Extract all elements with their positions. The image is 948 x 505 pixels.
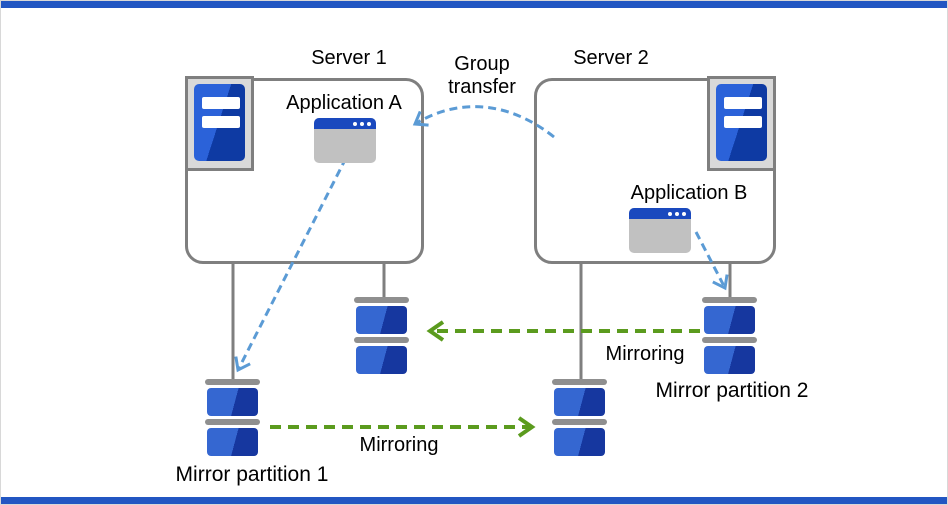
- mirror-partition1-disk-stack-icon: [205, 379, 260, 456]
- application-b-label: Application B: [630, 182, 748, 204]
- mirroring-top-label: Mirroring: [605, 343, 685, 365]
- mirroring-bottom-label: Mirroring: [359, 434, 439, 456]
- window-dot-icon: [682, 211, 686, 216]
- application-b-window-icon: [629, 208, 691, 253]
- mirror-partition2-label: Mirror partition 2: [655, 379, 809, 402]
- mirror-partition1-label: Mirror partition 1: [175, 463, 329, 486]
- server2-disk-stack-icon: [552, 379, 607, 456]
- server2-label: Server 2: [573, 47, 649, 69]
- server1-label: Server 1: [311, 47, 387, 69]
- window-dot-icon: [367, 121, 371, 126]
- window-dot-icon: [360, 121, 364, 126]
- server1-icon: [185, 76, 254, 171]
- window-dot-icon: [353, 121, 357, 126]
- top-frame-bar: [1, 1, 947, 8]
- server-tower-icon: [716, 84, 767, 161]
- server1-disk-stack-icon: [354, 297, 409, 374]
- mirror-partition2-disk-stack-icon: [702, 297, 757, 374]
- application-a-label: Application A: [286, 92, 402, 114]
- window-dot-icon: [675, 211, 679, 216]
- server-tower-icon: [194, 84, 245, 161]
- server2-icon: [707, 76, 776, 171]
- application-a-window-icon: [314, 118, 376, 163]
- window-titlebar: [314, 118, 376, 129]
- window-dot-icon: [668, 211, 672, 216]
- window-titlebar: [629, 208, 691, 219]
- group-transfer-label: Group transfer: [448, 53, 516, 98]
- bottom-frame-bar: [1, 497, 947, 504]
